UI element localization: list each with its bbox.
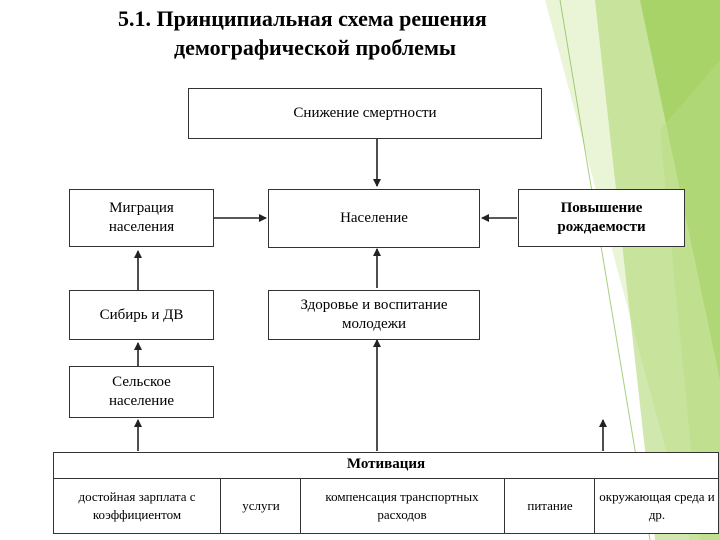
- box-rural-label: Сельское население: [108, 374, 175, 409]
- motivation-table: Мотивация достойная зарплата с коэффицие…: [53, 452, 719, 534]
- box-migration-label: Миграция населения: [108, 200, 175, 235]
- motivation-divider: [54, 478, 718, 479]
- box-migration: Миграция населения: [69, 189, 214, 247]
- box-population-label: Население: [340, 210, 408, 226]
- box-siberia-label: Сибирь и ДВ: [99, 306, 184, 323]
- box-rural-population: Сельское население: [69, 366, 214, 418]
- motivation-item-environment: окружающая среда и др.: [599, 489, 715, 522]
- box-birthrate-label: Повышение рождаемости: [557, 200, 646, 235]
- motivation-separator: [220, 478, 221, 533]
- box-youth-health-education: Здоровье и воспитание молодежи: [268, 290, 480, 340]
- motivation-item-food: питание: [527, 498, 573, 513]
- box-mortality-reduction: Снижение смертности: [188, 88, 542, 139]
- motivation-item-services: услуги: [242, 498, 280, 513]
- motivation-separator: [300, 478, 301, 533]
- slide-title: 5.1. Принципиальная схема решения демогр…: [118, 4, 598, 62]
- motivation-item-salary: достойная зарплата с коэффициентом: [78, 489, 196, 522]
- motivation-separator: [594, 478, 595, 533]
- box-mortality-label: Снижение смертности: [293, 105, 437, 121]
- box-youth-label: Здоровье и воспитание молодежи: [300, 297, 448, 332]
- box-siberia-far-east: Сибирь и ДВ: [69, 290, 214, 340]
- motivation-title: Мотивация: [346, 456, 426, 472]
- motivation-item-transport-compensation: компенсация транспортных расходов: [325, 489, 479, 522]
- box-birthrate-increase: Повышение рождаемости: [518, 189, 685, 247]
- box-population: Население: [268, 189, 480, 248]
- title-line-1: 5.1. Принципиальная схема решения: [118, 6, 487, 31]
- motivation-separator: [504, 478, 505, 533]
- title-line-2: демографической проблемы: [174, 35, 457, 60]
